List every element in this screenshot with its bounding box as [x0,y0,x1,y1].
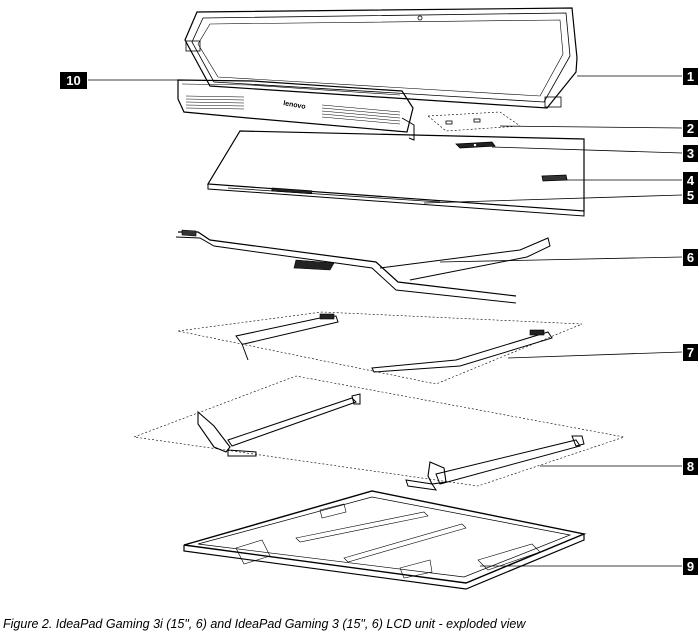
callout-1: 1 [683,68,698,85]
part-hinges [133,375,626,491]
part-camera-tape [427,111,521,132]
callout-8: 8 [683,458,698,475]
part-rear-cover [183,490,587,590]
part-camera-module [455,141,496,149]
part-small-board [541,174,568,182]
part-lcd-bracket [175,229,551,304]
callout-5: 5 [683,187,698,204]
part-lcd-bezel [184,7,578,109]
exploded-view-diagram: lenovo [88,7,683,590]
bezel-logo-text: lenovo [283,100,306,111]
callout-6: 6 [683,249,698,266]
callout-2: 2 [683,120,698,137]
callout-3: 3 [683,145,698,162]
callout-4: 4 [683,172,698,189]
callout-10: 10 [60,72,87,89]
figure-caption: Figure 2. IdeaPad Gaming 3i (15", 6) and… [3,617,526,631]
part-hinge-cap: lenovo [177,79,415,141]
leader-lines [88,75,683,567]
callout-9: 9 [683,558,698,575]
callout-7: 7 [683,344,698,361]
part-edp-cable [177,311,583,385]
part-lcd-panel [206,130,585,217]
